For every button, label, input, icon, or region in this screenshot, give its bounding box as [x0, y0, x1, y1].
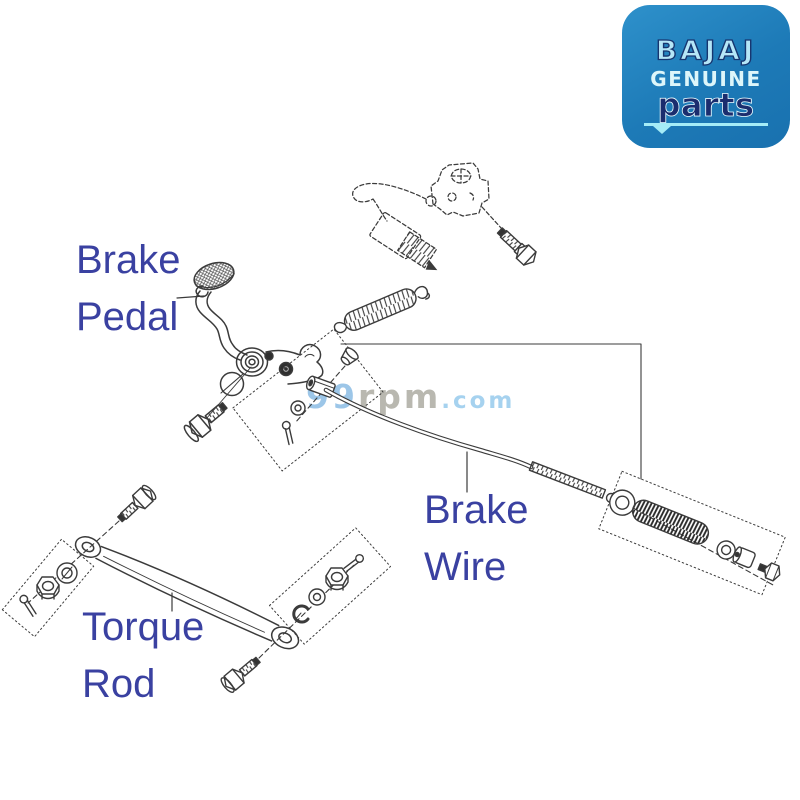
logo-genuine-text: GENUINE [650, 67, 762, 91]
brake-wire-label-line1: Brake [424, 488, 529, 532]
wire-adjuster-barrel [305, 375, 336, 398]
logo-parts-text: parts [657, 86, 755, 124]
logo-chevron-icon [653, 126, 671, 134]
label-leader-lines [171, 295, 468, 612]
torque-rod-label-line2: Rod [82, 662, 156, 706]
bajaj-genuine-parts-logo: BAJAJ GENUINE parts [622, 5, 790, 148]
pedal-arm-right [265, 343, 324, 385]
torque-rod-rear-nut-kit [269, 527, 391, 645]
pedal-arm-left [195, 290, 241, 361]
clevis-washer [290, 400, 306, 416]
pedal-pivot-washer [219, 371, 245, 397]
watermark-part-2: rpm [357, 377, 442, 416]
front-nut [36, 576, 60, 600]
brake-light-switch-assembly [352, 162, 503, 271]
torque-rod-front-bolt [117, 484, 157, 523]
torque-rod-front-nut-kit [1, 538, 95, 638]
brake-wire-cable [323, 387, 617, 504]
arm-pin-small [264, 351, 274, 361]
front-cotter-pin [19, 594, 37, 617]
pedal-return-spring [333, 285, 431, 334]
adjuster-barrel [732, 546, 756, 569]
rod-eye-front [74, 536, 102, 558]
brake-wire-label-line2: Wire [424, 545, 507, 589]
torque-rod-drawing [74, 536, 300, 650]
logo-underline [644, 123, 768, 134]
switch-wire [352, 182, 427, 222]
kit-leader-line [340, 343, 642, 480]
torque-rod-rear-bolt [220, 656, 261, 694]
brake-pedal-drawing [183, 261, 324, 443]
adjuster-bolt [757, 562, 781, 582]
brake-wire-label: Brake Wire [424, 482, 529, 596]
brake-pedal-label-line2: Pedal [76, 295, 179, 339]
watermark-part-3: .com [441, 388, 516, 414]
clevis-pin-kit [232, 328, 384, 472]
brake-pedal-label-line1: Brake [76, 238, 181, 282]
brake-wire-adjuster-kit [598, 470, 786, 596]
pedal-pivot-bushing [235, 347, 269, 377]
rear-nut [325, 567, 349, 591]
rear-snap-ring [292, 604, 310, 624]
pedal-pivot-bolt [183, 402, 228, 443]
arm-hex-bolt [278, 361, 294, 377]
adjuster-spring [631, 499, 710, 545]
clevis-pin [340, 347, 359, 366]
rear-cotter-pin [343, 553, 365, 572]
switch-mounting-bolt [496, 227, 537, 266]
logo-brand-text: BAJAJ [655, 34, 757, 67]
rod-body [95, 545, 280, 642]
torque-rod-label-line1: Torque [82, 605, 205, 649]
cotter-pin [281, 420, 294, 446]
switch-bracket [430, 162, 490, 217]
torque-rod-label: Torque Rod [82, 599, 204, 713]
switch-connector [369, 212, 438, 271]
rear-washer [308, 588, 326, 606]
rod-eye-rear [270, 626, 300, 650]
wire-threaded-end [528, 461, 607, 499]
brake-pedal-label: Brake Pedal [76, 232, 181, 346]
bolt-axis [481, 206, 503, 230]
wire-grommet [425, 195, 437, 207]
front-washer [56, 562, 78, 584]
